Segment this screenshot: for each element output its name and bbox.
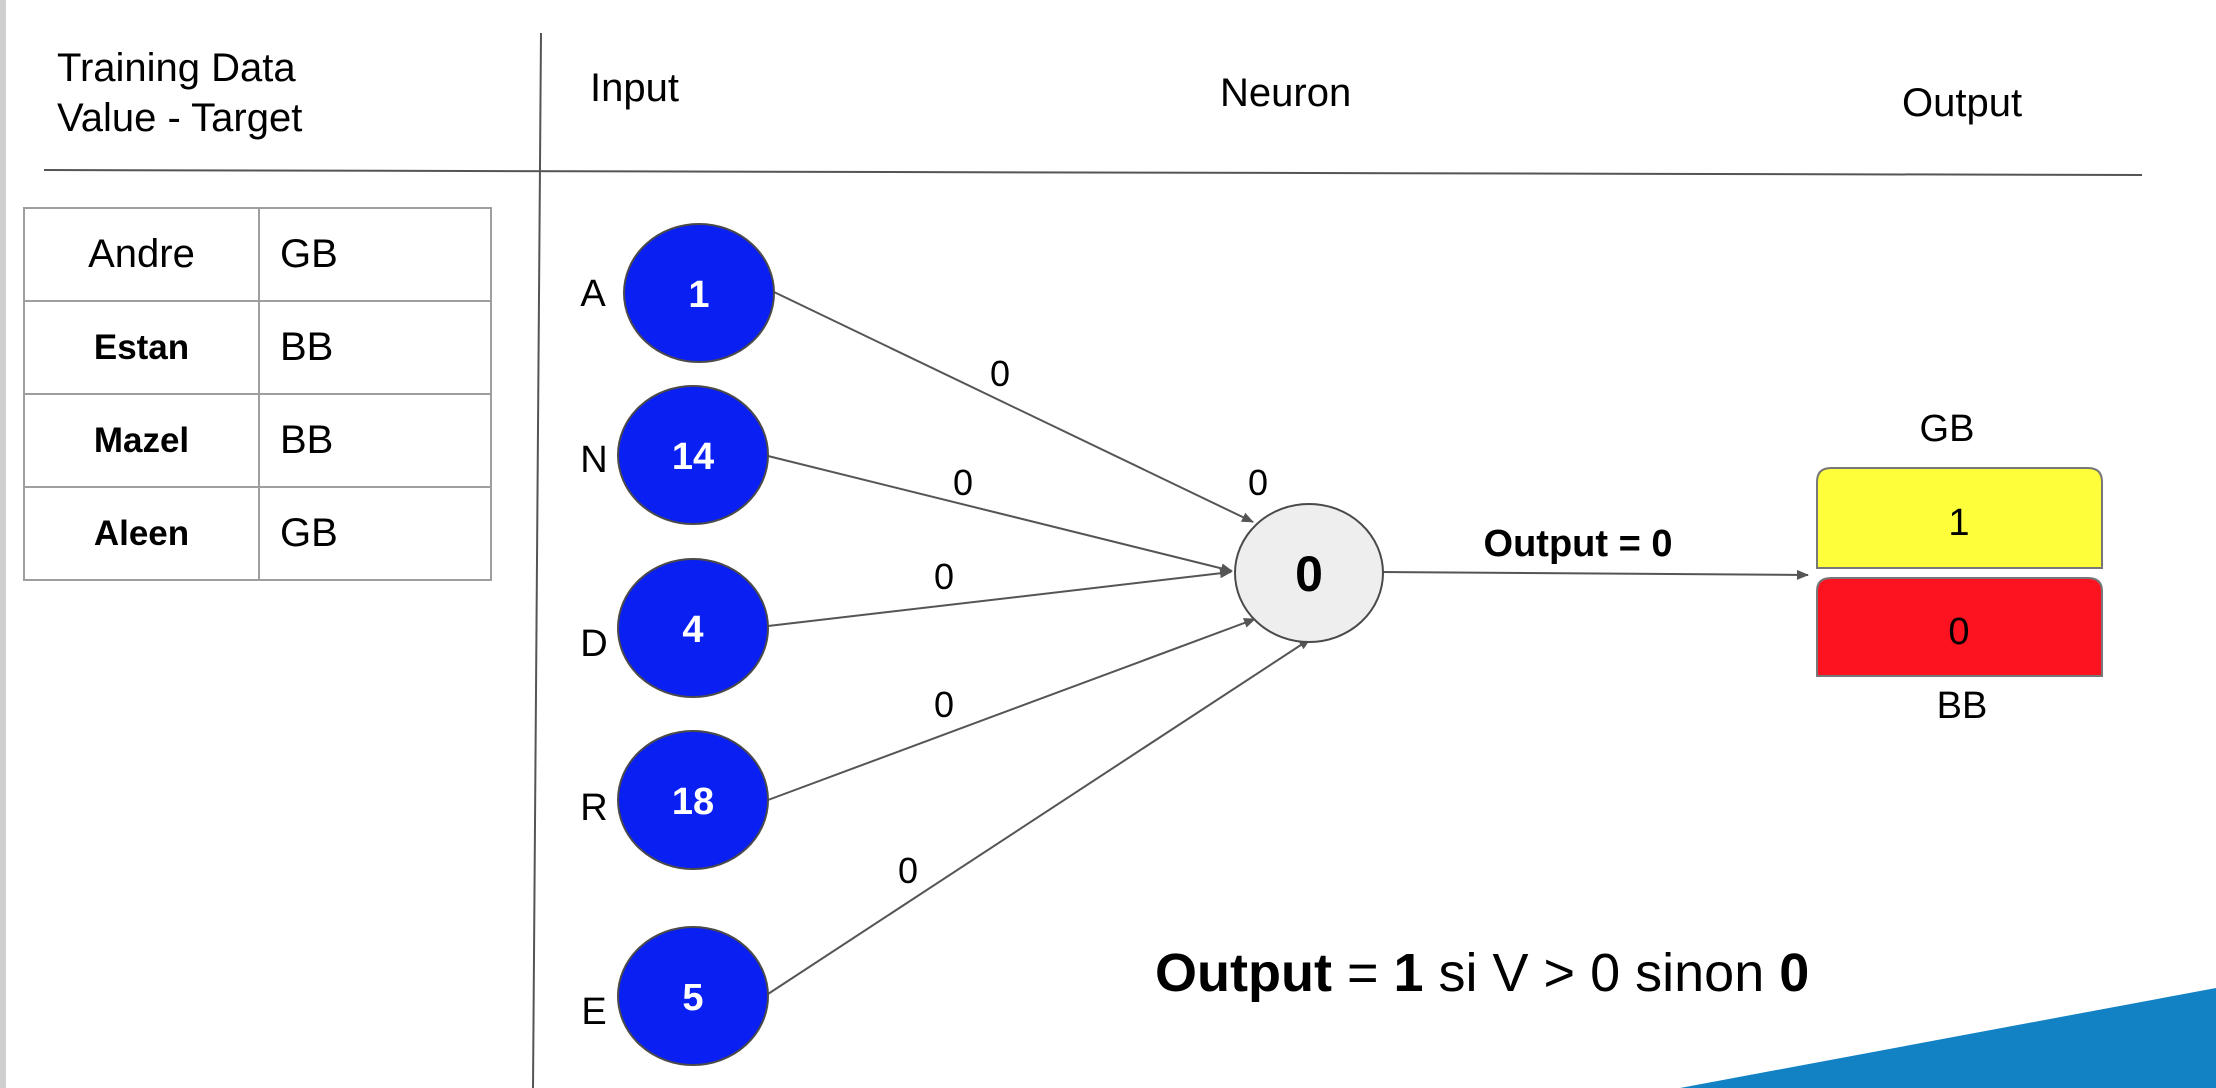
output-bb-value: 0 [1948,611,1969,653]
formula-output-word: Output [1155,943,1332,1003]
table-row: Mazel BB [23,393,492,488]
training-name-cell: Mazel [23,393,260,488]
weight-label-n: 0 [953,462,973,503]
input-value-a: 1 [688,274,709,316]
output-bb-box [1816,577,2103,677]
input-letter-n: N [580,439,607,481]
formula-one: 1 [1393,943,1424,1003]
edge-n [767,455,1233,574]
training-target-cell: GB [258,207,492,302]
input-node-e: 5 [617,926,769,1066]
vertical-divider [532,32,542,1088]
input-letter-a: A [580,273,606,315]
input-node-a: 1 [623,223,775,363]
table-row: Estan BB [23,300,492,395]
left-edge-strip [0,0,6,1088]
edge-output [1381,569,1809,580]
input-node-n: 14 [617,385,769,525]
formula-condition: si V > 0 sinon [1423,943,1780,1003]
training-data-table: Andre GB Estan BB Mazel BB Aleen GB [23,207,492,581]
activation-formula: Output = 1 si V > 0 sinon 0 [1155,942,1809,1004]
training-name-cell: Estan [23,300,260,395]
input-header: Input [590,66,679,110]
table-row: Aleen GB [23,486,492,581]
training-name-cell: Aleen [23,486,260,581]
horizontal-divider [43,169,2143,176]
training-name-cell: Andre [23,207,260,302]
bias-label: 0 [1248,462,1268,503]
weight-label-d: 0 [934,556,954,597]
output-gb-box [1816,467,2103,569]
weight-label-e: 0 [898,850,918,891]
input-letter-r: R [580,787,607,829]
input-value-d: 4 [682,609,703,651]
input-node-r: 18 [617,730,769,870]
output-gb-label: GB [1920,408,1975,450]
input-value-n: 14 [672,436,714,478]
output-equals-label: Output = 0 [1484,523,1673,565]
output-bb-label: BB [1937,685,1988,727]
weight-edges [767,291,1809,995]
neuron-node: 0 [1234,503,1384,643]
output-header: Output [1902,81,2023,125]
input-letter-d: D [580,623,607,665]
neuron-header: Neuron [1220,71,1352,115]
input-value-e: 5 [682,977,703,1019]
training-target-cell: BB [258,393,492,488]
edge-r [767,618,1256,801]
training-target-cell: BB [258,300,492,395]
formula-equals: = [1331,943,1394,1003]
edge-e [767,638,1311,995]
training-data-header: Training Data Value - Target [57,43,302,143]
formula-zero: 0 [1779,943,1810,1003]
edge-d [767,568,1232,627]
input-node-d: 4 [617,558,769,698]
training-data-title: Training Data [57,46,296,90]
training-target-cell: GB [258,486,492,581]
corner-accent [1680,988,2216,1088]
neuron-value: 0 [1295,546,1323,602]
weight-label-a: 0 [990,353,1010,394]
weight-label-r: 0 [934,684,954,725]
input-value-r: 18 [672,781,714,823]
training-data-subtitle: Value - Target [57,96,303,140]
output-gb-value: 1 [1948,502,1969,544]
table-row: Andre GB [23,207,492,302]
input-letter-e: E [581,991,606,1033]
edge-a [773,291,1254,523]
